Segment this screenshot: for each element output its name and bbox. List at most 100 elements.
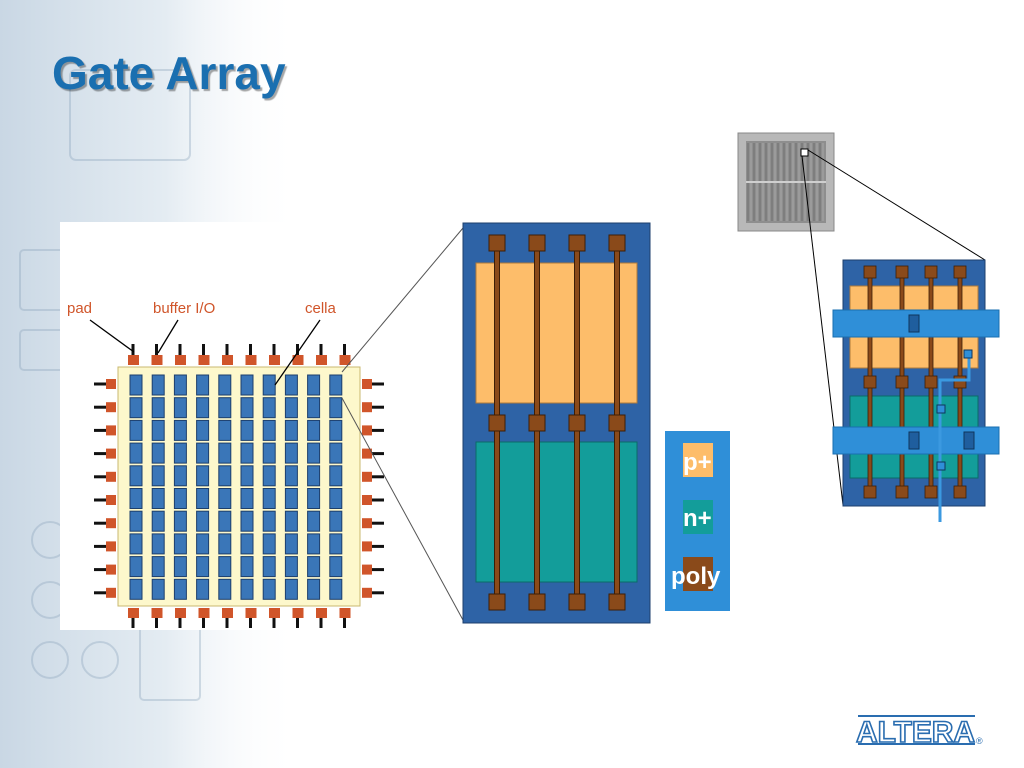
wire-contact xyxy=(936,404,946,414)
gate-cell xyxy=(196,374,210,396)
io-pad xyxy=(128,608,139,618)
gate-cell xyxy=(262,488,276,509)
legend-poly-label: poly xyxy=(671,563,721,590)
io-pad xyxy=(362,587,372,598)
slide-title: Gate Array xyxy=(52,47,286,99)
zoom-line-top xyxy=(341,227,464,373)
poly-contact xyxy=(608,234,626,252)
gate-cell xyxy=(218,510,232,532)
gate-cell xyxy=(151,556,165,578)
io-pad xyxy=(316,608,327,618)
routed-poly-contact xyxy=(953,485,967,499)
gate-cell xyxy=(329,397,343,419)
io-pad xyxy=(106,495,116,505)
io-pad xyxy=(292,608,304,618)
gate-cell xyxy=(329,374,343,396)
gate-cell xyxy=(329,510,343,532)
poly-contact xyxy=(488,593,506,611)
gate-cell xyxy=(284,488,298,509)
gate-cell xyxy=(262,465,276,487)
gate-cell xyxy=(240,533,254,555)
gate-cell xyxy=(329,442,343,464)
gate-cell xyxy=(151,578,165,600)
metal-via xyxy=(963,431,975,450)
io-pad xyxy=(362,402,372,413)
gate-cell xyxy=(284,578,298,600)
gate-cell xyxy=(218,578,232,600)
poly-contact xyxy=(568,234,586,252)
gate-cell xyxy=(240,556,254,578)
gate-cell xyxy=(329,488,343,509)
gate-cell xyxy=(307,556,321,578)
io-pad xyxy=(222,355,233,365)
poly-contact xyxy=(568,593,586,611)
gate-cell xyxy=(129,578,143,600)
io-pad xyxy=(362,541,372,552)
gate-cell xyxy=(262,442,276,464)
gate-cell xyxy=(151,488,165,509)
io-pad xyxy=(269,355,280,365)
gate-cell xyxy=(262,556,276,578)
io-pad xyxy=(269,608,280,618)
io-pad xyxy=(362,518,372,529)
gate-cell xyxy=(262,578,276,600)
io-pad xyxy=(106,564,116,575)
cell-pointer xyxy=(274,319,321,386)
poly-contact xyxy=(608,593,626,611)
gate-cell xyxy=(196,442,210,464)
legend-poly-swatch xyxy=(683,557,713,591)
gate-cell xyxy=(240,510,254,532)
gate-cell xyxy=(307,578,321,600)
gate-cell xyxy=(262,510,276,532)
io-pad xyxy=(339,608,351,618)
cell-label: cella xyxy=(305,300,337,317)
io-pad xyxy=(362,471,372,482)
io-pad xyxy=(362,379,372,389)
gate-array-chip xyxy=(94,344,384,628)
n-diffusion xyxy=(475,441,638,583)
gate-cell xyxy=(173,397,187,419)
routed-poly-contact xyxy=(924,485,938,499)
io-pad xyxy=(362,495,372,505)
poly-contact xyxy=(488,234,506,252)
routed-poly-contact xyxy=(863,485,877,499)
gate-cell xyxy=(284,465,298,487)
gate-cell xyxy=(329,419,343,441)
gate-cell xyxy=(218,488,232,509)
io-pad xyxy=(292,355,304,365)
gate-cell xyxy=(218,374,232,396)
buffer-io-label: buffer I/O xyxy=(153,300,215,317)
gate-cell xyxy=(262,374,276,396)
gate-cell xyxy=(307,419,321,441)
gate-cell xyxy=(129,533,143,555)
gate-cell xyxy=(173,465,187,487)
altera-logo: ALTERA ® xyxy=(855,715,983,750)
poly-contact xyxy=(528,414,546,432)
routed-poly-contact xyxy=(863,375,877,389)
io-pad xyxy=(106,541,116,552)
gate-cell xyxy=(284,419,298,441)
gate-cell xyxy=(262,419,276,441)
io-pad xyxy=(106,471,116,482)
gate-cell xyxy=(284,442,298,464)
gate-cell xyxy=(151,465,165,487)
gate-cell xyxy=(284,533,298,555)
gate-cell xyxy=(240,374,254,396)
gate-cell xyxy=(173,533,187,555)
gate-cell xyxy=(284,374,298,396)
gate-cell xyxy=(196,397,210,419)
gate-cell xyxy=(129,556,143,578)
io-pad xyxy=(362,425,372,436)
io-pad xyxy=(151,608,163,618)
gate-cell xyxy=(307,374,321,396)
io-pad xyxy=(106,518,116,529)
gate-cell xyxy=(218,442,232,464)
metal-via xyxy=(908,431,920,450)
gate-cell xyxy=(151,397,165,419)
io-pad xyxy=(106,402,116,413)
io-pad xyxy=(175,608,186,618)
gate-cell xyxy=(240,419,254,441)
pad-pointer xyxy=(89,319,135,353)
io-pad xyxy=(339,355,351,365)
